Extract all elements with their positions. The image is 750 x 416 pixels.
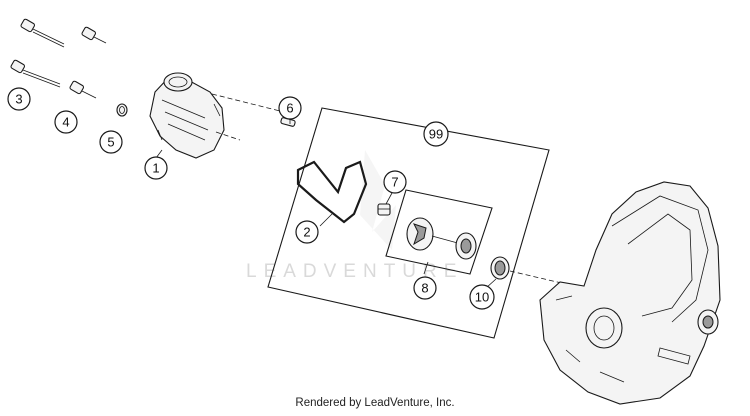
bolt-short-lower [69,80,97,99]
shaft-seal [490,256,510,280]
bolt-long-upper [20,18,65,48]
svg-text:1: 1 [152,161,159,176]
shaft-nut [377,203,391,216]
callout-5: 5 [99,130,123,154]
svg-text:8: 8 [421,281,428,296]
callout-10: 10 [469,284,495,310]
callout-4: 4 [54,110,78,134]
clutch-cover [539,181,721,405]
render-credit: Rendered by LeadVenture, Inc. [295,397,455,409]
callout-7: 7 [383,170,407,194]
svg-text:2: 2 [303,225,310,240]
svg-text:10: 10 [475,290,489,305]
gasket [296,160,368,224]
svg-text:99: 99 [429,127,443,142]
svg-text:7: 7 [391,175,398,190]
watermark-text: LEADVENTURE [246,261,463,282]
svg-text:3: 3 [15,92,22,107]
bolt-long-lower [10,59,61,88]
callout-6: 6 [278,96,302,120]
svg-text:4: 4 [62,115,69,130]
callout-3: 3 [7,87,31,111]
callout-8: 8 [413,276,437,300]
callout-1: 1 [144,156,168,180]
impeller-assembly-box [385,189,493,275]
watermark-logo [360,150,396,250]
bolt-short-upper [81,26,107,44]
svg-text:5: 5 [107,135,114,150]
o-ring [116,103,128,117]
callout-2: 2 [295,220,319,244]
impeller [406,217,477,260]
water-pump-cover [149,72,225,159]
callout-99: 99 [423,121,449,147]
repair-kit-box [267,107,550,339]
svg-text:6: 6 [286,101,293,116]
